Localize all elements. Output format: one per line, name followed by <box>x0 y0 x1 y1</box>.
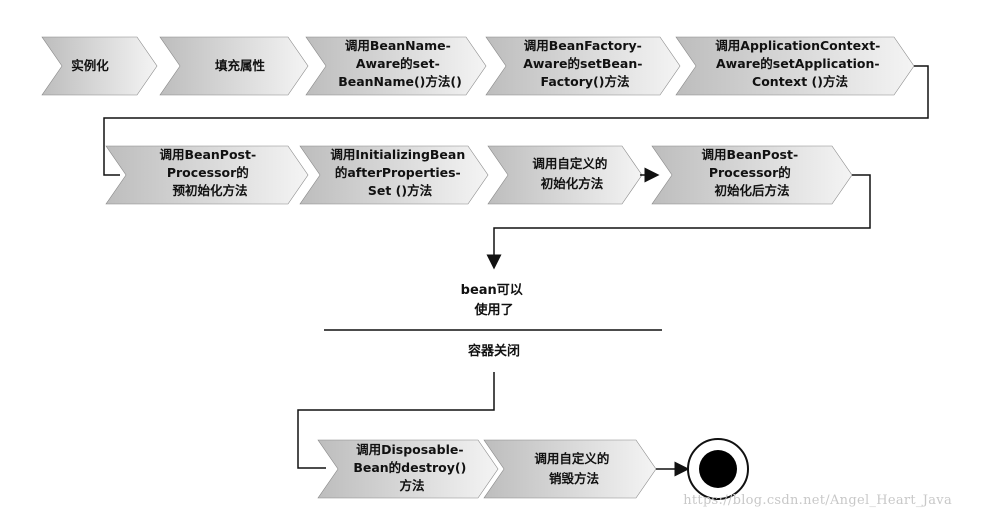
step-label-line: 调用自定义的 <box>532 156 607 171</box>
svg-text:调用Disposable- Bean的destr: 调用Disposable- Bean的destroy() 方法 <box>353 442 470 493</box>
svg-text:填充属性: 填充属性 <box>215 58 266 73</box>
step-label-line: 初始化方法 <box>541 176 604 191</box>
row1-step-beanfactoryaware: 调用BeanFactory- Aware的setBean- Factory()方… <box>485 36 681 96</box>
step-label-line: 初始化后方法 <box>714 183 790 198</box>
connector-row2-to-ready <box>486 174 871 270</box>
step-label-line: Aware的setApplication- <box>716 56 880 71</box>
svg-text:实例化: 实例化 <box>71 58 109 73</box>
step-label-line: 调用Disposable- <box>356 442 463 457</box>
row3-step-custom-destroy: 调用自定义的 销毁方法 <box>483 439 657 499</box>
svg-text:调用BeanName- Aware的set-: 调用BeanName- Aware的set- BeanName()方法() <box>338 38 462 89</box>
step-label-line: Processor的 <box>167 165 249 180</box>
step-label-line: Aware的setBean- <box>523 56 642 71</box>
step-label-line: 调用ApplicationContext- <box>715 38 880 53</box>
container-closed-label: 容器关闭 <box>467 343 520 359</box>
step-label-line: Set ()方法 <box>368 183 433 198</box>
step-label-line: Bean的destroy() <box>353 460 466 475</box>
svg-text:调用自定义的 销毁方法: 调用自定义的 销毁方法 <box>534 451 613 486</box>
step-label-line: Aware的set- <box>356 56 440 71</box>
connector-row1-to-row2 <box>103 65 929 176</box>
watermark: https://blog.csdn.net/Angel_Heart_Java <box>683 493 952 508</box>
svg-text:调用BeanPost- Processor的: 调用BeanPost- Processor的 预初始化方法 <box>159 147 260 198</box>
step-label-line: 调用BeanFactory- <box>524 38 642 53</box>
row2-step-initializingbean: 调用InitializingBean 的afterProperties- Set… <box>299 145 489 205</box>
row1-step-populate-properties: 填充属性 <box>159 36 309 96</box>
row3-step-disposablebean: 调用Disposable- Bean的destroy() 方法 <box>317 439 499 499</box>
step-label-line: 方法 <box>399 478 425 493</box>
row1-step-beannameaware: 调用BeanName- Aware的set- BeanName()方法() <box>305 36 487 96</box>
row1-step-applicationcontextaware: 调用ApplicationContext- Aware的setApplicati… <box>675 36 915 96</box>
row1-step-instantiate: 实例化 <box>41 36 158 96</box>
svg-text:调用InitializingBean 的afte: 调用InitializingBean 的afterProperties- Set… <box>330 147 469 198</box>
step-label-line: 调用BeanPost- <box>159 147 256 162</box>
svg-text:调用自定义的 初始化方法: 调用自定义的 初始化方法 <box>532 156 611 191</box>
row2-step-custom-init: 调用自定义的 初始化方法 <box>487 145 643 205</box>
step-label: 填充属性 <box>215 58 266 73</box>
step-label-line: BeanName()方法() <box>338 74 462 89</box>
step-label: 实例化 <box>71 58 109 73</box>
svg-text:调用BeanPost- Processor的: 调用BeanPost- Processor的 初始化后方法 <box>701 147 802 198</box>
step-label-line: 的afterProperties- <box>335 165 461 180</box>
row2-step-beanpostprocessor-before: 调用BeanPost- Processor的 预初始化方法 <box>105 145 309 205</box>
connector-closed-to-destroy <box>297 372 495 469</box>
step-label-line: 预初始化方法 <box>172 183 248 198</box>
row2-step-beanpostprocessor-after: 调用BeanPost- Processor的 初始化后方法 <box>651 145 853 205</box>
svg-text:调用ApplicationContext- Aw: 调用ApplicationContext- Aware的setApplicati… <box>715 38 884 89</box>
step-label-line: Factory()方法 <box>541 74 630 89</box>
end-state-icon <box>687 438 749 500</box>
svg-text:调用BeanFactory- Aware的set: 调用BeanFactory- Aware的setBean- Factory()方… <box>523 38 647 89</box>
step-label-line: 销毁方法 <box>549 471 600 486</box>
step-label-line: Processor的 <box>709 165 791 180</box>
step-label-line: 调用BeanPost- <box>701 147 798 162</box>
step-label-line: 调用自定义的 <box>534 451 609 466</box>
step-label-line: 调用BeanName- <box>345 38 451 53</box>
step-label-line: 调用InitializingBean <box>330 147 465 162</box>
step-label-line: Context ()方法 <box>752 74 848 89</box>
bean-ready-label: bean可以 使用了 <box>461 283 528 318</box>
